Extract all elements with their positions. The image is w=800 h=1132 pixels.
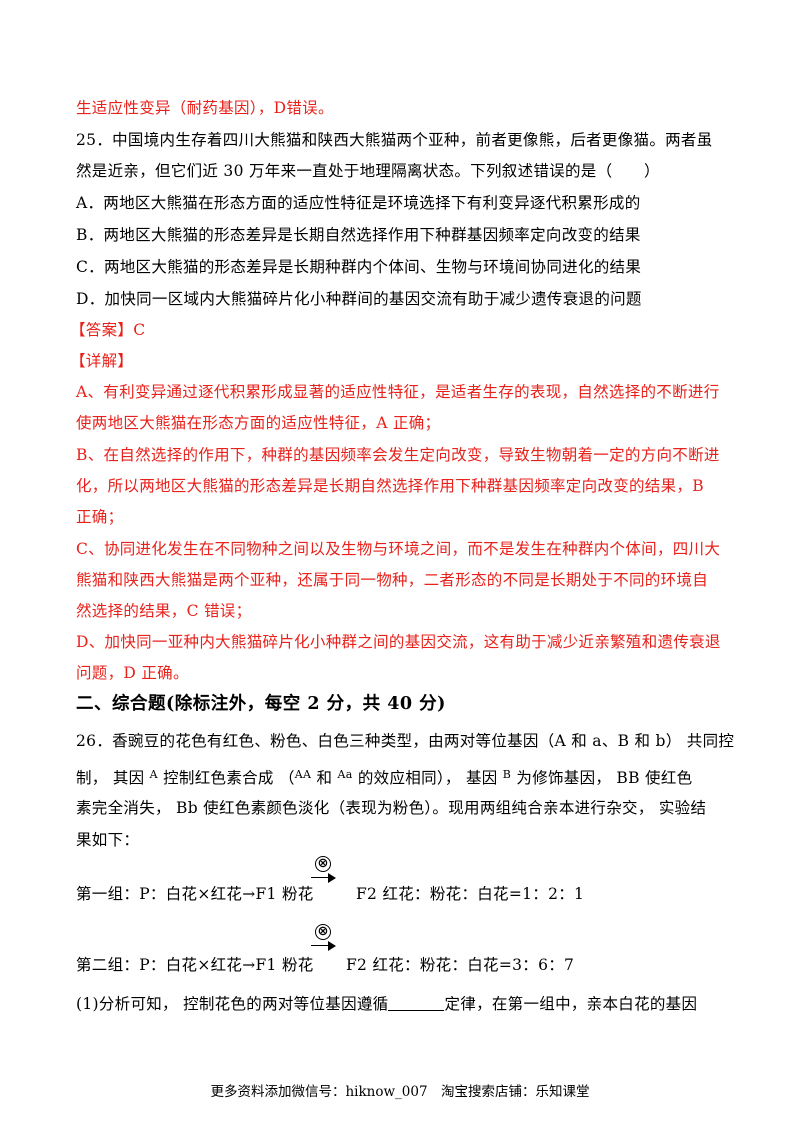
- q26-line-2: 制， 其因 A 控制红色素合成 （AA 和 Aa 的效应相同）， 基因 B 为修…: [76, 764, 692, 789]
- q25-explain-line: 然选择的结果，C 错误；: [76, 602, 252, 620]
- sub1-text: 定律，在第一组中，亲本白花的基因: [444, 995, 698, 1013]
- group-2-f2-ratio: F2 红花：粉花：白花=3：6：7: [346, 956, 575, 974]
- q26-line2-part: 和: [311, 769, 338, 787]
- q25-explain-line: 使两地区大熊猫在形态方面的适应性特征，A 正确；: [76, 414, 441, 432]
- q25-explain-line: D、加快同一亚种内大熊猫碎片化小种群之间的基因交流，这有助于减少近亲繁殖和遗传衰…: [76, 633, 721, 651]
- arrow-shaft: [311, 945, 333, 946]
- q25-stem-line-2: 然是近亲，但它们近 30 万年来一直处于地理隔离状态。下列叙述错误的是（ ）: [76, 162, 660, 180]
- section-title: 二、综合题(除标注外，每空 2 分，共 40 分): [76, 694, 446, 714]
- q25-explain-line: 正确；: [76, 508, 124, 526]
- q26-line-3: 素完全消失， Bb 使红色素颜色淡化（表现为粉色）。现用两组纯合亲本进行杂交， …: [76, 799, 707, 817]
- q25-explain-line: B、在自然选择的作用下，种群的基因频率会发生定向改变，导致生物朝着一定的方向不断…: [76, 446, 720, 464]
- answer-blank[interactable]: [388, 996, 445, 1011]
- self-cross-arrow-icon: ⊗: [310, 856, 336, 886]
- page-footer: 更多资料添加微信号：hiknow_007 淘宝搜索店铺：乐知课堂: [210, 1084, 590, 1100]
- self-cross-arrow-icon: ⊗: [310, 924, 336, 954]
- q25-explain-line: C、协同进化发生在不同物种之间以及生物与环境之间，而不是发生在种群内个体间，四川…: [76, 540, 721, 558]
- q26-line2-part: 为修饰基因， BB 使红色: [511, 769, 693, 787]
- q26-sub-question-1: (1)分析可知， 控制花色的两对等位基因遵循 定律，在第一组中，亲本白花的基因: [76, 993, 697, 1015]
- q26-line2-part: 制， 其因: [76, 769, 150, 787]
- gene-symbol: A: [149, 768, 158, 781]
- genotype-symbol: AA: [294, 768, 312, 781]
- q25-explain-line: A、有利变异通过逐代积累形成显著的适应性特征，是适者生存的表现，自然选择的不断进…: [76, 383, 720, 401]
- q25-option-b: B．两地区大熊猫的形态差异是长期自然选择作用下种群基因频率定向改变的结果: [76, 226, 641, 244]
- q25-option-c: C．两地区大熊猫的形态差异是长期种群内个体间、生物与环境间协同进化的结果: [76, 258, 642, 276]
- arrow-head: [328, 872, 336, 883]
- q26-line-4: 果如下：: [76, 831, 140, 849]
- q25-option-d: D．加快同一区域内大熊猫碎片化小种群间的基因交流有助于减少遗传衰退的问题: [76, 290, 642, 308]
- q26-line-1: 26．香豌豆的花色有红色、粉色、白色三种类型，由两对等位基因（A 和 a、B 和…: [76, 732, 735, 750]
- q25-explain-line: 熊猫和陕西大熊猫是两个亚种，还属于同一物种，二者形态的不同是长期处于不同的环境自: [76, 571, 709, 589]
- group-1-f2-ratio: F2 红花：粉花：白花=1：2：1: [356, 885, 585, 903]
- q25-stem-line-1: 25．中国境内生存着四川大熊猫和陕西大熊猫两个亚种，前者更像熊，后者更像猫。两者…: [76, 131, 713, 149]
- q25-explain-line: 问题，D 正确。: [76, 664, 189, 682]
- q25-explain-line: 化，所以两地区大熊猫的形态差异是长期自然选择作用下种群基因频率定向改变的结果，B: [76, 477, 704, 495]
- group-1-cross: 第一组：P：白花×红花→F1 粉花: [76, 885, 314, 903]
- q26-line2-part: 的效应相同）， 基因: [352, 769, 503, 787]
- previous-explanation-tail: 生适应性变异（耐药基因），D错误。: [76, 99, 334, 117]
- sub1-text: (1)分析可知， 控制花色的两对等位基因遵循: [76, 995, 389, 1013]
- group-2-cross: 第二组：P：白花×红花→F1 粉花: [76, 956, 314, 974]
- self-cross-symbol: ⊗: [315, 856, 331, 872]
- q25-explain-title: 【详解】: [70, 352, 134, 370]
- q26-line2-part: 控制红色素合成 （: [157, 769, 295, 787]
- self-cross-symbol: ⊗: [315, 924, 331, 940]
- q25-option-a: A．两地区大熊猫在形态方面的适应性特征是环境选择下有利变异逐代积累形成的: [76, 194, 641, 212]
- gene-symbol: B: [502, 768, 512, 781]
- genotype-symbol: Aa: [337, 768, 353, 781]
- q25-answer: 【答案】C: [70, 321, 146, 339]
- arrow-head: [328, 940, 336, 951]
- arrow-shaft: [311, 877, 333, 878]
